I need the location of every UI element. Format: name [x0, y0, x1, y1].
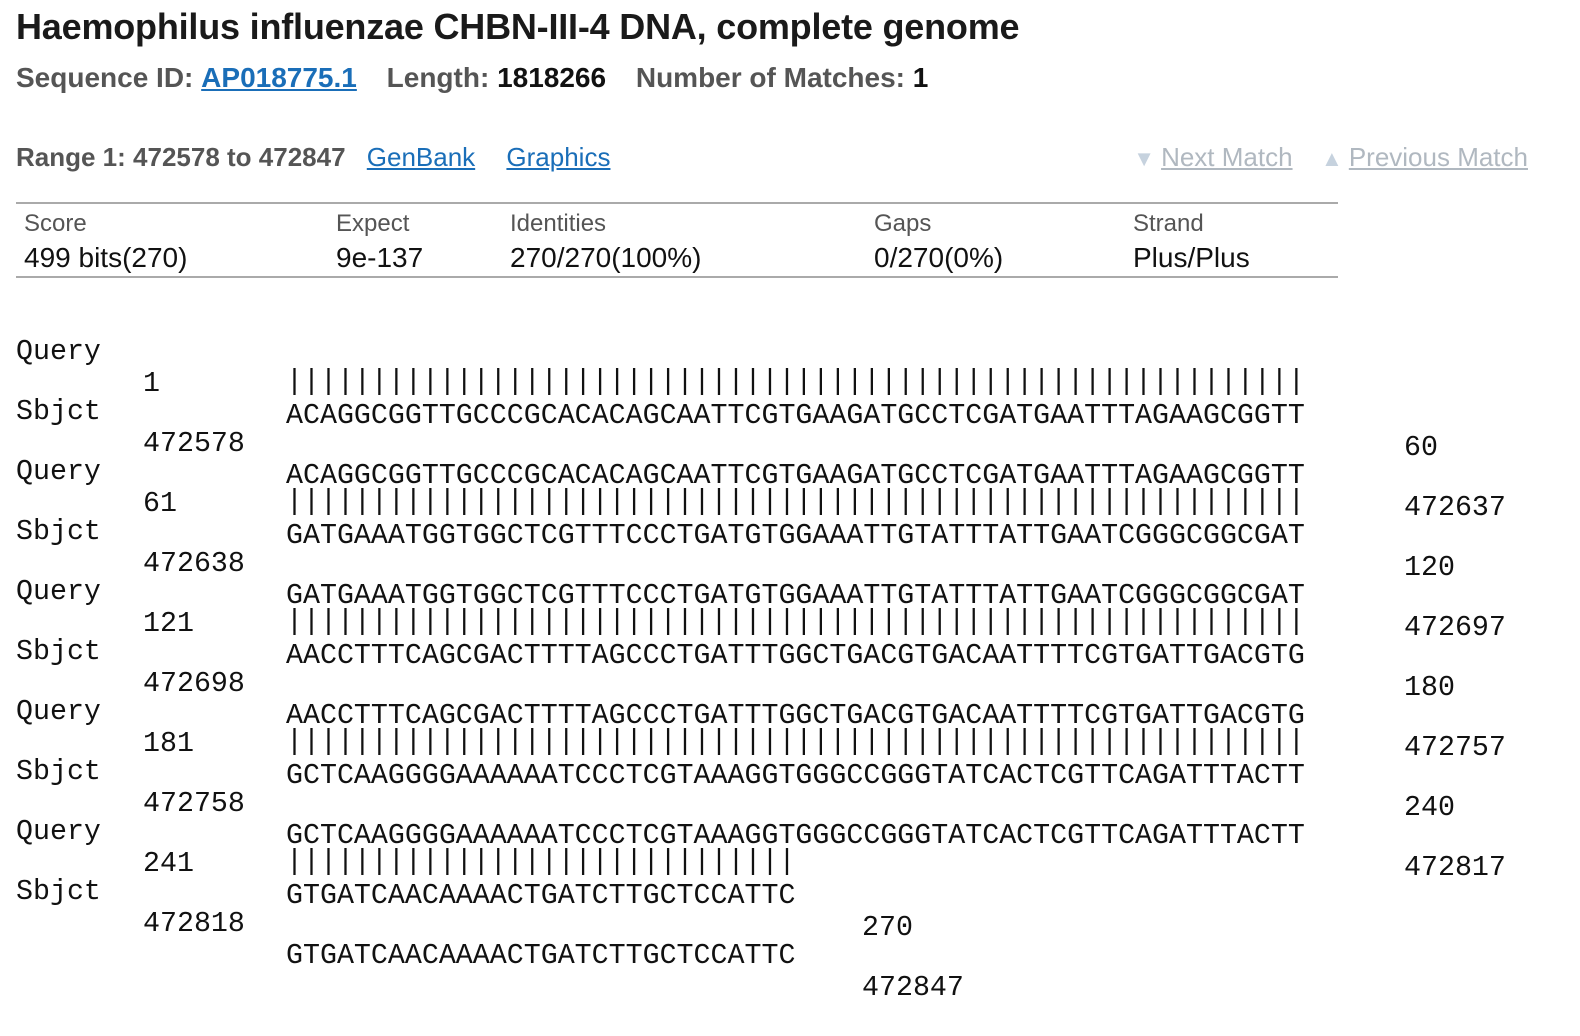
sbjct-start: 472578	[143, 428, 245, 460]
length-value: 1818266	[497, 62, 607, 93]
match-bars: ||||||||||||||||||||||||||||||||||||||||…	[286, 606, 1305, 638]
sbjct-start: 472818	[143, 908, 245, 940]
matches-label: Number of Matches:	[635, 62, 906, 93]
query-end: 120	[1404, 552, 1455, 584]
query-start: 1	[143, 368, 160, 400]
query-row: Query 181 GCTCAAGGGGAAAAAATCCCTCGTAAAGGT…	[16, 664, 1455, 824]
sbjct-label: Sbjct	[16, 876, 101, 908]
query-start: 61	[143, 488, 177, 520]
query-end: 60	[1404, 432, 1438, 464]
identities-label: Identities	[510, 210, 607, 237]
length-label: Length:	[386, 62, 490, 93]
match-row: ||||||||||||||||||||||||||||||||||||||||…	[16, 334, 1305, 398]
sequence-id-link[interactable]: AP018775.1	[201, 62, 357, 93]
match-navigation: ▼Next Match ▲Previous Match	[1133, 142, 1528, 173]
sbjct-label: Sbjct	[16, 516, 101, 548]
triangle-up-icon: ▲	[1321, 146, 1343, 171]
sbjct-sequence: GTGATCAACAAAACTGATCTTGCTCCATTC	[286, 940, 796, 972]
query-sequence: GTGATCAACAAAACTGATCTTGCTCCATTC	[286, 880, 796, 912]
sbjct-end: 472637	[1404, 492, 1506, 524]
gaps-value: 0/270(0%)	[874, 242, 1004, 273]
sbjct-sequence: GCTCAAGGGGAAAAAATCCCTCGTAAAGGTGGGCCGGGTA…	[286, 820, 1305, 852]
sbjct-label: Sbjct	[16, 396, 101, 428]
query-label: Query	[16, 816, 101, 848]
query-start: 241	[143, 848, 194, 880]
sbjct-sequence: GATGAAATGGTGGCTCGTTTCCCTGATGTGGAAATTGTAT…	[286, 580, 1305, 612]
genbank-link[interactable]: GenBank	[366, 142, 476, 172]
score-stat: Score 499 bits(270)	[24, 210, 187, 274]
query-row: Query 1 ACAGGCGGTTGCCCGCACACAGCAATTCGTGA…	[16, 304, 1438, 464]
query-end: 180	[1404, 672, 1455, 704]
sbjct-row: Sbjct 472818 GTGATCAACAAAACTGATCTTGCTCCA…	[16, 844, 964, 1004]
matches-value: 1	[912, 62, 929, 93]
query-row: Query 241 GTGATCAACAAAACTGATCTTGCTCCATTC…	[16, 784, 913, 944]
query-sequence: AACCTTTCAGCGACTTTTAGCCCTGATTTGGCTGACGTGA…	[286, 640, 1305, 672]
expect-stat: Expect 9e-137	[336, 210, 423, 274]
query-label: Query	[16, 336, 101, 368]
sequence-info: Sequence ID: AP018775.1 Length: 1818266 …	[16, 62, 950, 94]
range-header: Range 1: 472578 to 472847 GenBank Graphi…	[16, 142, 610, 173]
match-row: ||||||||||||||||||||||||||||||||||||||||…	[16, 454, 1305, 518]
query-end: 240	[1404, 792, 1455, 824]
match-bars: ||||||||||||||||||||||||||||||||||||||||…	[286, 726, 1305, 758]
page-title: Haemophilus influenzae CHBN-III-4 DNA, c…	[16, 6, 1020, 47]
query-label: Query	[16, 456, 101, 488]
sbjct-end: 472817	[1404, 852, 1506, 884]
gaps-label: Gaps	[874, 210, 932, 237]
score-value: 499 bits(270)	[24, 242, 188, 273]
sbjct-start: 472638	[143, 548, 245, 580]
expect-label: Expect	[336, 210, 410, 237]
sbjct-row: Sbjct 472578 ACAGGCGGTTGCCCGCACACAGCAATT…	[16, 364, 1506, 524]
identities-value: 270/270(100%)	[510, 242, 702, 273]
sbjct-end: 472847	[862, 972, 964, 1004]
query-row: Query 121 AACCTTTCAGCGACTTTTAGCCCTGATTTG…	[16, 544, 1455, 704]
sequence-id-label: Sequence ID:	[16, 62, 194, 93]
sbjct-sequence: AACCTTTCAGCGACTTTTAGCCCTGATTTGGCTGACGTGA…	[286, 700, 1305, 732]
query-sequence: GATGAAATGGTGGCTCGTTTCCCTGATGTGGAAATTGTAT…	[286, 520, 1305, 552]
match-row: ||||||||||||||||||||||||||||||	[16, 814, 795, 878]
sbjct-label: Sbjct	[16, 636, 101, 668]
query-row: Query 61 GATGAAATGGTGGCTCGTTTCCCTGATGTGG…	[16, 424, 1455, 584]
next-match-link[interactable]: Next Match	[1161, 142, 1293, 172]
query-label: Query	[16, 576, 101, 608]
triangle-down-icon: ▼	[1133, 146, 1156, 171]
sbjct-sequence: ACAGGCGGTTGCCCGCACACAGCAATTCGTGAAGATGCCT…	[286, 460, 1305, 492]
gaps-stat: Gaps 0/270(0%)	[874, 210, 1003, 274]
sbjct-end: 472757	[1404, 732, 1506, 764]
range-label: Range 1: 472578 to 472847	[16, 142, 346, 172]
query-sequence: GCTCAAGGGGAAAAAATCCCTCGTAAAGGTGGGCCGGGTA…	[286, 760, 1305, 792]
identities-stat: Identities 270/270(100%)	[510, 210, 701, 274]
score-label: Score	[24, 210, 87, 237]
previous-match-link[interactable]: Previous Match	[1348, 142, 1528, 172]
match-bars: ||||||||||||||||||||||||||||||||||||||||…	[286, 486, 1305, 518]
sbjct-start: 472698	[143, 668, 245, 700]
query-end: 270	[862, 912, 913, 944]
query-label: Query	[16, 696, 101, 728]
sbjct-end: 472697	[1404, 612, 1506, 644]
sbjct-start: 472758	[143, 788, 245, 820]
query-sequence: ACAGGCGGTTGCCCGCACACAGCAATTCGTGAAGATGCCT…	[286, 400, 1305, 432]
match-bars: ||||||||||||||||||||||||||||||||||||||||…	[286, 366, 1305, 398]
query-start: 181	[143, 728, 194, 760]
graphics-link[interactable]: Graphics	[506, 142, 611, 172]
sbjct-row: Sbjct 472638 GATGAAATGGTGGCTCGTTTCCCTGAT…	[16, 484, 1506, 644]
expect-value: 9e-137	[336, 242, 424, 273]
query-start: 121	[143, 608, 194, 640]
sbjct-label: Sbjct	[16, 756, 101, 788]
match-bars: ||||||||||||||||||||||||||||||	[286, 846, 796, 878]
sbjct-row: Sbjct 472758 GCTCAAGGGGAAAAAATCCCTCGTAAA…	[16, 724, 1506, 884]
match-row: ||||||||||||||||||||||||||||||||||||||||…	[16, 694, 1305, 758]
sbjct-row: Sbjct 472698 AACCTTTCAGCGACTTTTAGCCCTGAT…	[16, 604, 1506, 764]
alignment-stats: Score 499 bits(270) Expect 9e-137 Identi…	[16, 202, 1338, 278]
strand-stat: Strand Plus/Plus	[1133, 210, 1250, 274]
match-row: ||||||||||||||||||||||||||||||||||||||||…	[16, 574, 1305, 638]
strand-value: Plus/Plus	[1133, 242, 1250, 273]
strand-label: Strand	[1133, 210, 1204, 237]
